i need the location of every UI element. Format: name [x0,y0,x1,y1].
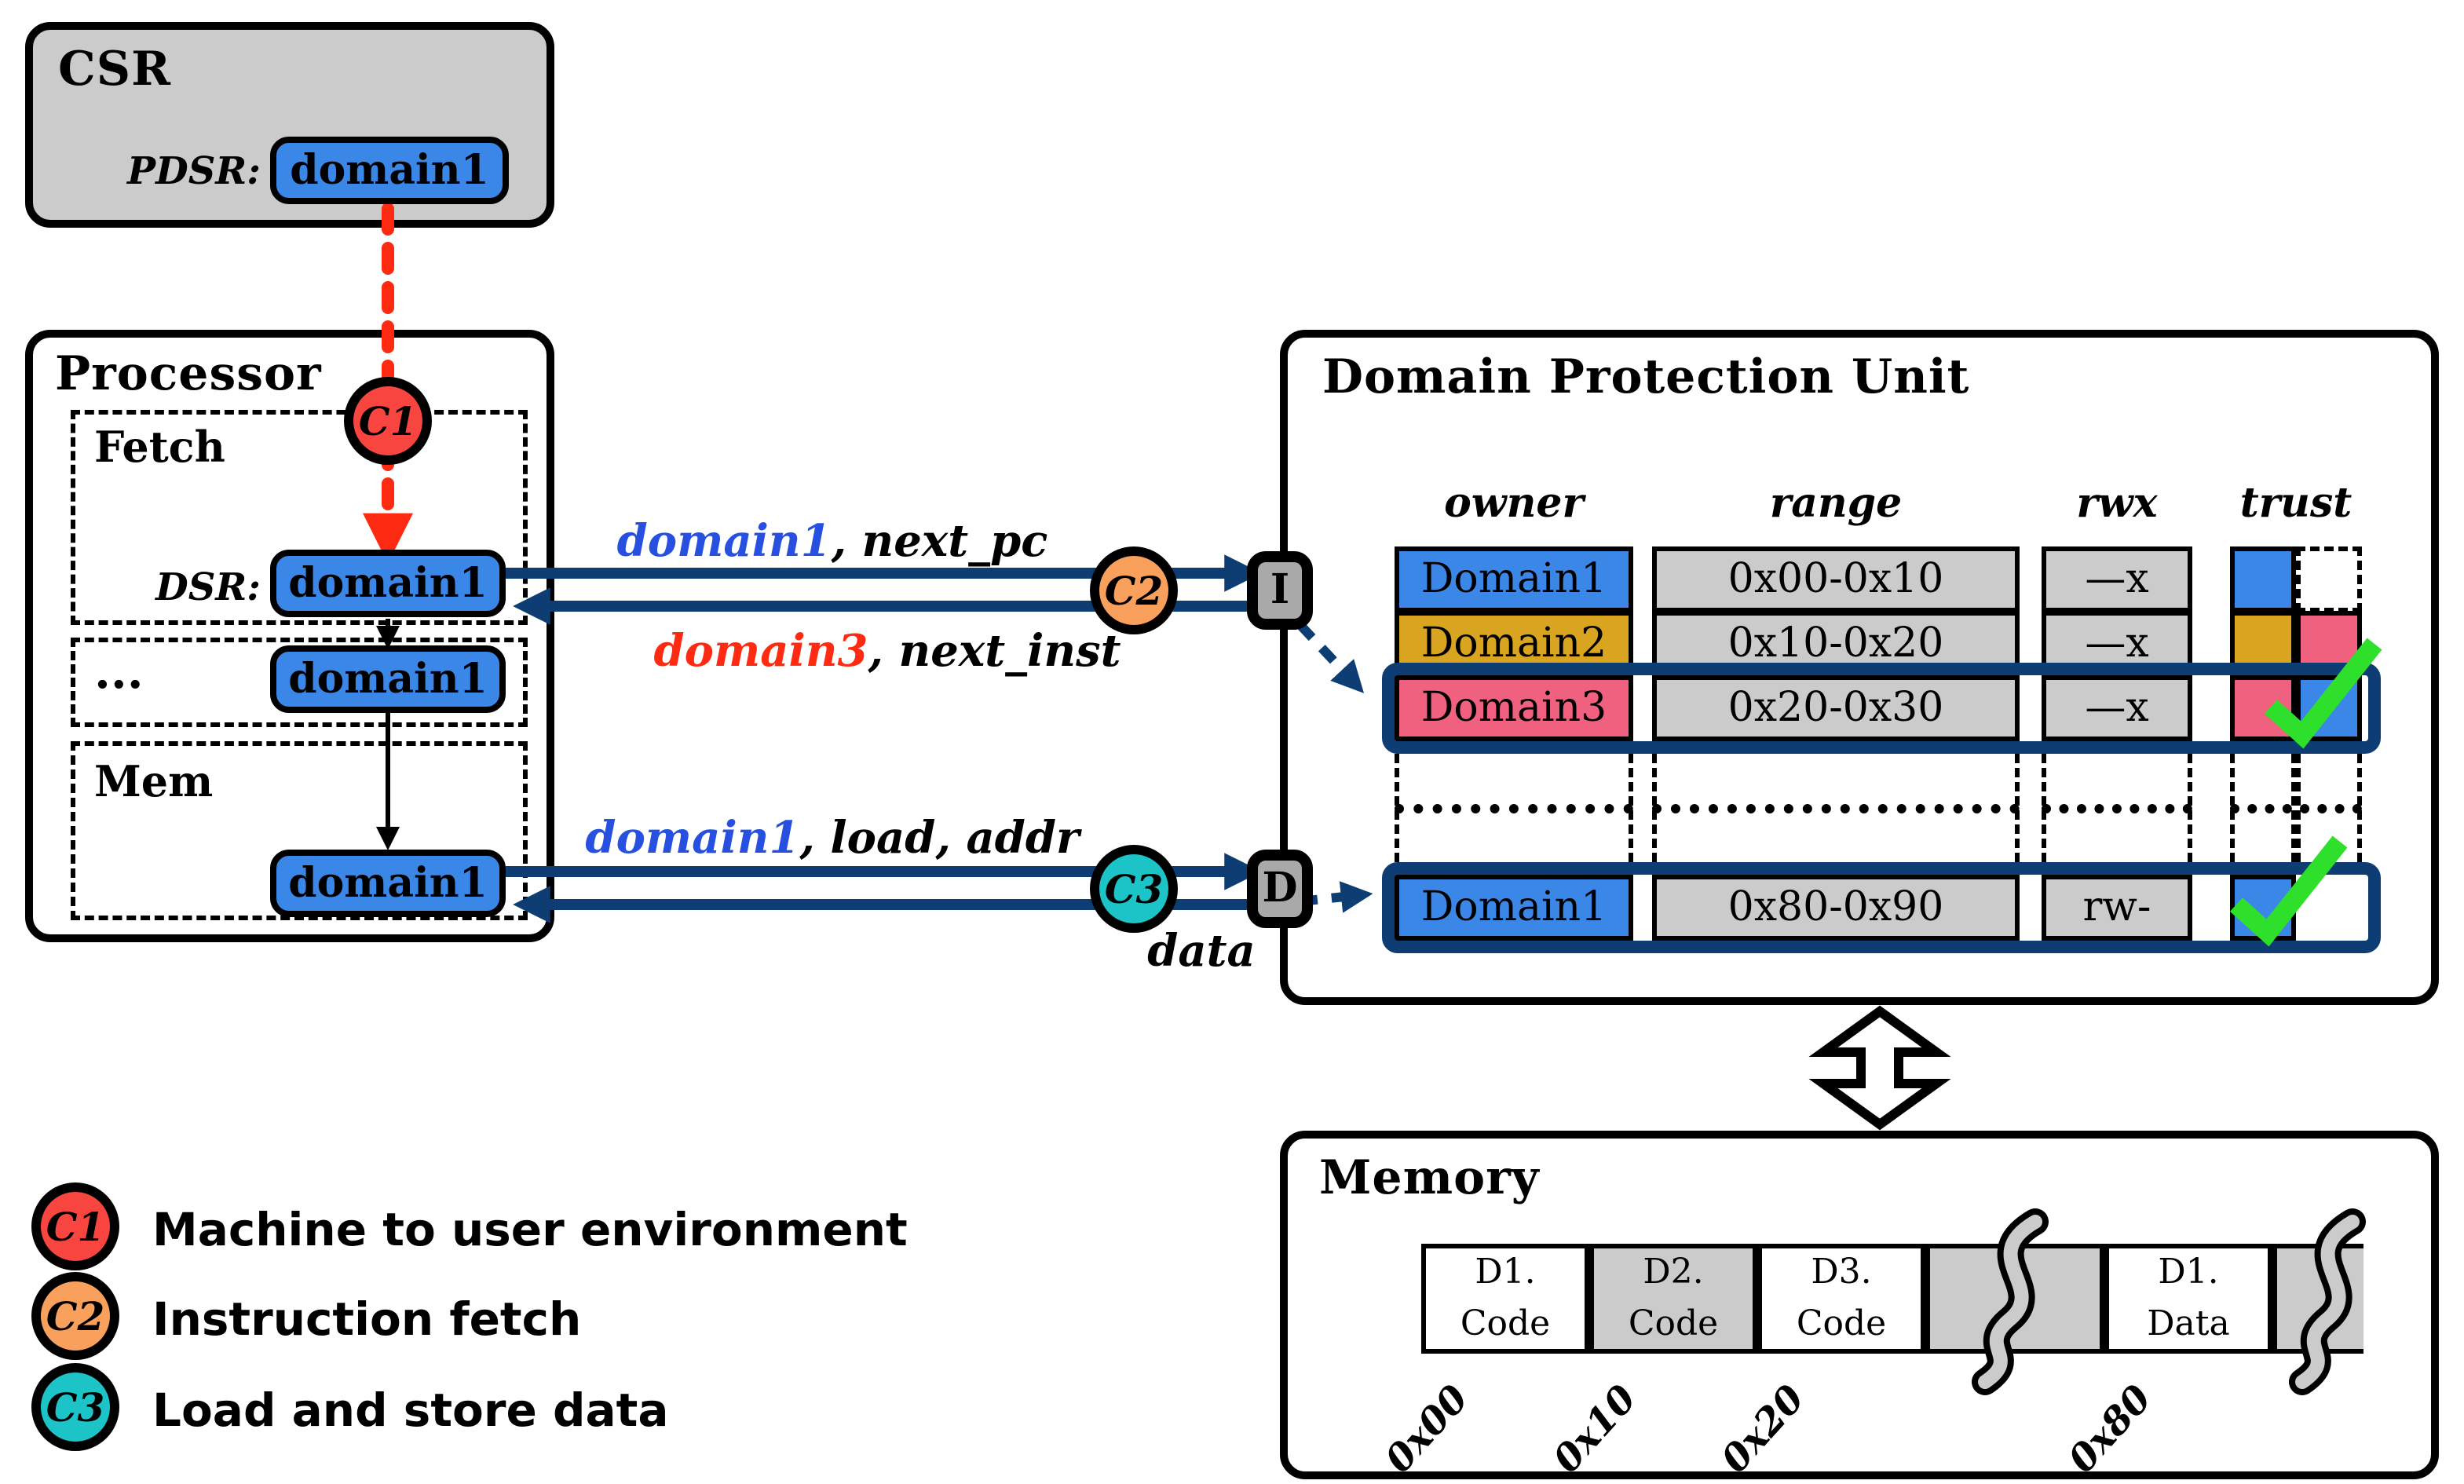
legend-c1-circle: C1 [31,1182,119,1270]
request-domain: domain1 [585,812,800,864]
request-domain: domain1 [616,515,832,567]
selected-row-highlight [1382,663,2381,754]
range-cell: 0x80-0x90 [1652,875,2020,941]
column-header-rwx: rwx [2076,481,2158,528]
trust-check-icon [2229,835,2348,947]
trust-check-icon [2264,638,2382,749]
memory-cell-line2: Code [1796,1305,1887,1344]
csr-title: CSR [58,42,171,97]
request-args: , load, addr [799,812,1080,864]
memory-cell-line1: D1. [2158,1253,2219,1292]
memory-cell-line2: Code [1628,1305,1719,1344]
column-header-range: range [1769,481,1903,528]
legend-c1-label: Machine to user environment [152,1203,908,1256]
dpu-title: Domain Protection Unit [1322,350,1970,405]
trust-cell-empty [2296,546,2362,612]
legend-c3-circle: C3 [31,1363,119,1451]
dsr-register-label: DSR: [155,564,261,609]
range-cell: 0x20-0x30 [1652,675,2020,741]
fetch-stage-label: Fetch [94,424,225,473]
processor-box: Processor [25,330,554,942]
dpu-memory-double-arrow-icon [1808,1005,1951,1131]
pdsr-register-label: PDSR: [127,148,261,193]
owner-cell: Domain1 [1395,546,1633,612]
memory-cell-line1: D1. [1475,1253,1536,1292]
legend-c3-label: Load and store data [152,1383,669,1437]
owner-cell: Domain3 [1395,675,1633,741]
owner-cell: Domain1 [1395,875,1633,941]
continuation-tear [1395,804,1633,813]
range-cell: 0x00-0x10 [1652,546,2020,612]
instruction-lookup-arrow [1296,621,1365,693]
memory-title: Memory [1319,1151,1540,1206]
request-args: , next_pc [831,515,1048,567]
memory-cell: D1. Code [1421,1244,1589,1354]
column-header-owner: owner [1444,481,1584,528]
continuation-tear [2230,804,2362,813]
instruction-response-label: domain3, next_inst [550,625,1225,677]
mem-stage-label: Mem [94,758,214,807]
data-request-label: domain1, load, addr [503,812,1162,864]
legend-c2-label: Instruction fetch [152,1292,582,1346]
memory-cell: D1. Data [2104,1244,2272,1354]
mem-stage: Mem [71,741,528,920]
dsr-register-pill: domain1 [270,550,506,617]
memory-break-squiggle-icon [1978,1215,2042,1389]
memory-cell-line2: Code [1460,1305,1551,1344]
selected-row-highlight [1382,862,2381,953]
response-args: , next_inst [868,625,1121,677]
continuation-tear [1652,804,2020,813]
mem-register-pill: domain1 [270,850,506,917]
data-response-label: data [1147,925,1256,977]
instruction-request-label: domain1, next_pc [518,515,1146,567]
continuation-tear [2042,804,2192,813]
instruction-port: I [1247,551,1313,630]
fetch-stage: Fetch [71,410,528,625]
memory-break-squiggle-icon [2295,1215,2360,1389]
stage-register-pill: domain1 [270,645,506,713]
memory-cell-line1: D3. [1811,1253,1872,1292]
rwx-cell: —x [2042,546,2192,612]
legend-c2-circle: C2 [31,1272,119,1360]
memory-cell: D2. Code [1589,1244,1757,1354]
ellipsis-stage: ... [71,638,528,727]
c1-checkpoint-circle: C1 [344,377,432,465]
ellipsis-stage-label: ... [94,645,144,700]
memory-cell: D3. Code [1757,1244,1925,1354]
data-port: D [1247,850,1313,928]
rwx-cell: —x [2042,675,2192,741]
memory-cell-line1: D2. [1643,1253,1704,1292]
response-domain: domain3 [653,625,868,677]
memory-cell-line2: Data [2147,1305,2230,1344]
column-header-trust: trust [2239,481,2352,528]
processor-title: Processor [55,347,322,402]
trust-cell [2230,546,2296,612]
pdsr-register-pill: domain1 [270,137,509,204]
rwx-cell: rw- [2042,875,2192,941]
